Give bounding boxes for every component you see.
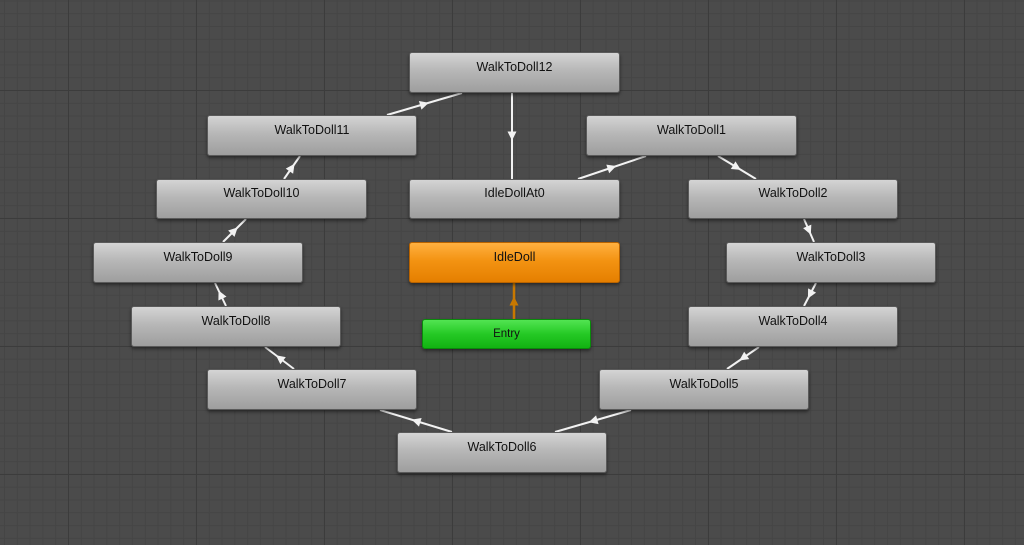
transition-n7-to-n8[interactable] — [264, 346, 295, 370]
transition-n4-to-n5[interactable] — [726, 346, 760, 370]
state-walktodoll10[interactable]: WalkToDoll10 — [156, 179, 367, 219]
transition-arrow-icon — [228, 227, 238, 237]
transition-n1-to-n2[interactable] — [717, 155, 757, 180]
state-walktodoll3[interactable]: WalkToDoll3 — [726, 242, 936, 283]
transition-arrow-icon — [739, 351, 750, 361]
transition-arrow-icon — [285, 163, 295, 174]
state-idledollat0[interactable]: IdleDollAt0 — [409, 179, 620, 219]
transition-arrow-icon — [606, 164, 617, 174]
transition-n11-to-n12[interactable] — [386, 92, 463, 116]
state-walktodoll6[interactable]: WalkToDoll6 — [397, 432, 607, 473]
transition-arrow-icon — [418, 100, 429, 110]
transition-arrow-icon — [275, 355, 286, 365]
state-walktodoll12[interactable]: WalkToDoll12 — [409, 52, 620, 93]
transition-n12-to-n0[interactable] — [507, 93, 517, 179]
state-walktodoll7[interactable]: WalkToDoll7 — [207, 369, 417, 410]
state-walktodoll8[interactable]: WalkToDoll8 — [131, 306, 341, 347]
transition-entry-to-idle[interactable] — [509, 283, 519, 319]
state-walktodoll2[interactable]: WalkToDoll2 — [688, 179, 898, 219]
state-walktodoll4[interactable]: WalkToDoll4 — [688, 306, 898, 347]
transition-n0-to-n1[interactable] — [577, 155, 647, 180]
transition-arrow-icon — [411, 418, 422, 427]
transition-n5-to-n6[interactable] — [554, 409, 632, 433]
transition-n10-to-n11[interactable] — [283, 155, 301, 180]
transition-arrow-icon — [588, 415, 599, 425]
transition-arrow-icon — [807, 288, 817, 299]
transition-arrow-icon — [218, 290, 227, 301]
transition-arrow-icon — [507, 131, 517, 141]
transition-n6-to-n7[interactable] — [379, 409, 453, 433]
state-walktodoll11[interactable]: WalkToDoll11 — [207, 115, 417, 156]
state-idledoll-default[interactable]: IdleDoll — [409, 242, 620, 283]
transition-arrow-icon — [509, 296, 519, 306]
transition-arrow-icon — [803, 224, 812, 235]
transition-arrow-icon — [730, 161, 741, 170]
state-walktodoll1[interactable]: WalkToDoll1 — [586, 115, 797, 156]
transition-n9-to-n10[interactable] — [222, 218, 247, 243]
transition-n2-to-n3[interactable] — [803, 218, 815, 243]
transition-n8-to-n9[interactable] — [214, 282, 227, 307]
state-entry[interactable]: Entry — [422, 319, 591, 349]
state-walktodoll5[interactable]: WalkToDoll5 — [599, 369, 809, 410]
transition-n3-to-n4[interactable] — [803, 282, 817, 307]
state-walktodoll9[interactable]: WalkToDoll9 — [93, 242, 303, 283]
